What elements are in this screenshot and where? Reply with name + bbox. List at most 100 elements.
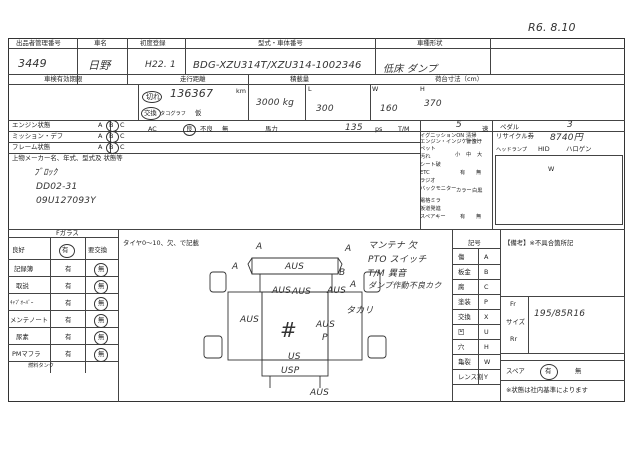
mission-c: C [120,132,125,140]
hp-unit: ps [375,125,383,133]
legend-symbol-7: W [484,358,491,366]
headlight-w: W [548,165,555,173]
header-col3: 初度登録 [140,39,166,47]
fglass-row-2: ｷｬﾌﾞｵｰﾊﾞｰ [10,300,34,306]
legend-symbol-0: A [484,253,489,261]
equip-yes: 有 [460,170,466,176]
diagram-hw-9: A [232,262,239,272]
diagram-hw-16: タカリ [346,306,374,316]
dim-l-value: 300 [316,104,334,114]
legend-label-6: 穴 [458,343,465,351]
equip-spare: スペアキー [420,214,446,220]
inspection-sheet [8,38,625,402]
diagram-hw-6: AUS [310,388,330,398]
recycle-label: リサイクル券 [496,132,535,140]
ac-bad: 不良 [200,125,213,133]
diagram-hw-5: AUS [316,320,336,330]
equip-mirror: 電格ミラ [420,198,441,204]
fglass-row-3: メンテノート [10,316,49,324]
fglass-good: 良好 [12,246,25,254]
header-col4: 型式・車体番号 [258,39,303,47]
equip-mid: 中 [466,152,472,158]
fuel-label: 燃料タンク [28,363,54,369]
diagram-hw-8: A [345,244,352,254]
diagram-hw-7: USP [281,366,300,376]
header-v5: 低床 ダンプ [383,64,438,75]
remarks-hw-2: 09U127093Y [36,196,96,206]
legend-label-3: 塗装 [458,298,471,306]
repair-title: 【備考】※不具合箇所記 [504,239,574,247]
mileage: 136367 [170,87,214,100]
tire-label: タイヤ0～10、欠、で記載 [123,239,199,247]
spare-no: 無 [575,367,582,375]
fglass-row-0: 記録簿 [14,265,34,273]
engine-c: C [120,121,125,129]
note-hw-2: T/M 異音 [368,269,407,279]
headlight-label: ヘッドランプ [496,147,527,153]
row2-l2: 走行距離 [180,75,206,83]
spare-label: スペア [506,367,525,375]
equip-sheet: シート破 [420,162,441,168]
fg-yes-5: 有 [65,350,72,358]
fg-yes-3: 有 [65,316,72,324]
diagram-hw-3: AUS [240,315,260,325]
legend-symbol-3: P [484,298,488,306]
pedal-value: 3 [567,120,573,130]
diagram-hw-10: B [339,268,346,278]
dim-h-value: 370 [424,99,442,109]
fglass-row-4: 尿素 [16,333,29,341]
fglass-row-1: 取説 [16,282,29,290]
legend-label-5: 凹 [458,328,465,336]
equip-ig: イグニッションON [420,133,465,139]
note-hw-1: PTO スイッチ [368,255,427,265]
header-col2: 車名 [94,39,107,47]
header-v4: BDG-XZU314T/XZU314-1002346 [193,60,362,71]
km-unit: km [236,87,246,95]
diagram-hw-4: US [288,352,301,362]
row2-l1: 車検有効期限 [44,75,83,83]
equip-pet: ペット [420,146,436,152]
tire-size-label: サイズ [506,318,525,326]
note-hw-3: ダンプ作動不良カク [368,281,442,290]
equip-no: 無 [476,170,482,176]
legend-symbol-6: H [484,343,489,351]
diagram-hw-13: AUS [327,286,347,296]
tm-unit: 速 [482,125,489,133]
row2-l3: 積載量 [290,75,310,83]
legend-symbol-4: X [484,313,489,321]
equip-color: カラー [456,188,472,194]
equip-white: 白黒 [472,188,483,194]
diagram-hw-12: AUS [292,287,312,297]
hp-value: 135 [345,123,363,133]
remarks-hw-0: ﾌﾞﾛｯｸ [34,168,58,178]
diagram-hw-1: AUS [285,262,305,272]
note-hw-0: マンテナ 欠 [368,241,418,251]
tire-rr: Rr [510,335,518,343]
equip-spare-yes: 有 [460,214,466,220]
engine-label: エンジン状態 [12,121,51,129]
diagram-hw-11: A [350,280,357,290]
diagram-hw-2: AUS [272,286,292,296]
hp-label: 馬力 [265,125,278,133]
equip-seisou: 清掃 [466,133,477,139]
fglass-row-5: PMマフラ [12,350,41,358]
mission-label: ミッション・デフ [12,132,64,140]
legend-label-8: レンス割 [458,373,484,381]
diagram-hw-15: # [280,318,297,342]
equip-radio: ラジオ [420,178,436,184]
legend-label-4: 交換 [458,313,471,321]
row2-l4: 荷台寸法（cm） [435,75,484,83]
legend-label-0: 傷 [458,253,465,261]
fg-yes-1: 有 [65,282,72,290]
vehicle-diagram [203,257,387,388]
header-col5: 車種形状 [417,39,443,47]
tm-label: T/M [398,125,410,133]
headlight-halogen: ハロゲン [566,145,592,153]
legend-symbol-1: B [484,268,489,276]
legend-label-1: 板金 [458,268,471,276]
legend-symbol-8: Y [484,373,488,381]
equip-slope: 坂道発進 [420,206,441,212]
fg-yes-2: 有 [65,299,72,307]
tire-size-value: 195/85R16 [534,309,586,319]
dim-l: L [308,85,312,93]
